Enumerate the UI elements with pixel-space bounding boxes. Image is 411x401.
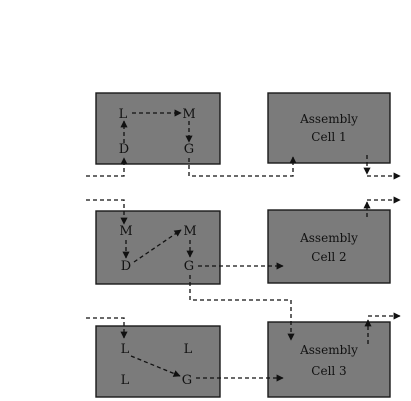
assembly-cell-2-block [267,209,391,284]
machine-label: M [182,107,195,122]
cell-block-mid-left [95,210,221,285]
machine-label: G [184,142,194,157]
cell-block-bot-left [95,325,221,398]
machine-label: L [184,342,193,357]
assembly-cell-2-number: Cell 2 [311,250,346,264]
flow-arrow-d-to-m-diagonal [133,229,182,263]
machine-label: L [121,342,130,357]
flow-arrow-entry-1 [86,157,128,177]
machine-label: G [184,259,194,274]
machine-label: G [182,373,192,388]
machine-label: L [121,373,130,388]
machine-label: D [119,142,129,157]
assembly-cell-3-number: Cell 3 [311,364,346,378]
assembly-cell-3-title: Assembly [299,343,358,357]
flow-arrow-entry-2 [86,199,128,225]
assembly-cell-3-block [267,321,391,398]
machine-label: L [119,107,128,122]
cell-block-top-left [95,92,221,165]
assembly-cell-2-title: Assembly [299,231,358,245]
assembly-cell-1-title: Assembly [299,112,358,126]
flow-arrow-l-to-g-diagonal [130,355,181,377]
machine-label: M [119,224,132,239]
assembly-cell-1-number: Cell 1 [311,130,346,144]
flow-arrow-entry-3 [86,317,128,339]
flow-arrow-g-to-assembly-1 [188,156,297,177]
machine-label: M [183,224,196,239]
assembly-cell-1-block [267,92,391,164]
machine-label: D [121,259,131,274]
